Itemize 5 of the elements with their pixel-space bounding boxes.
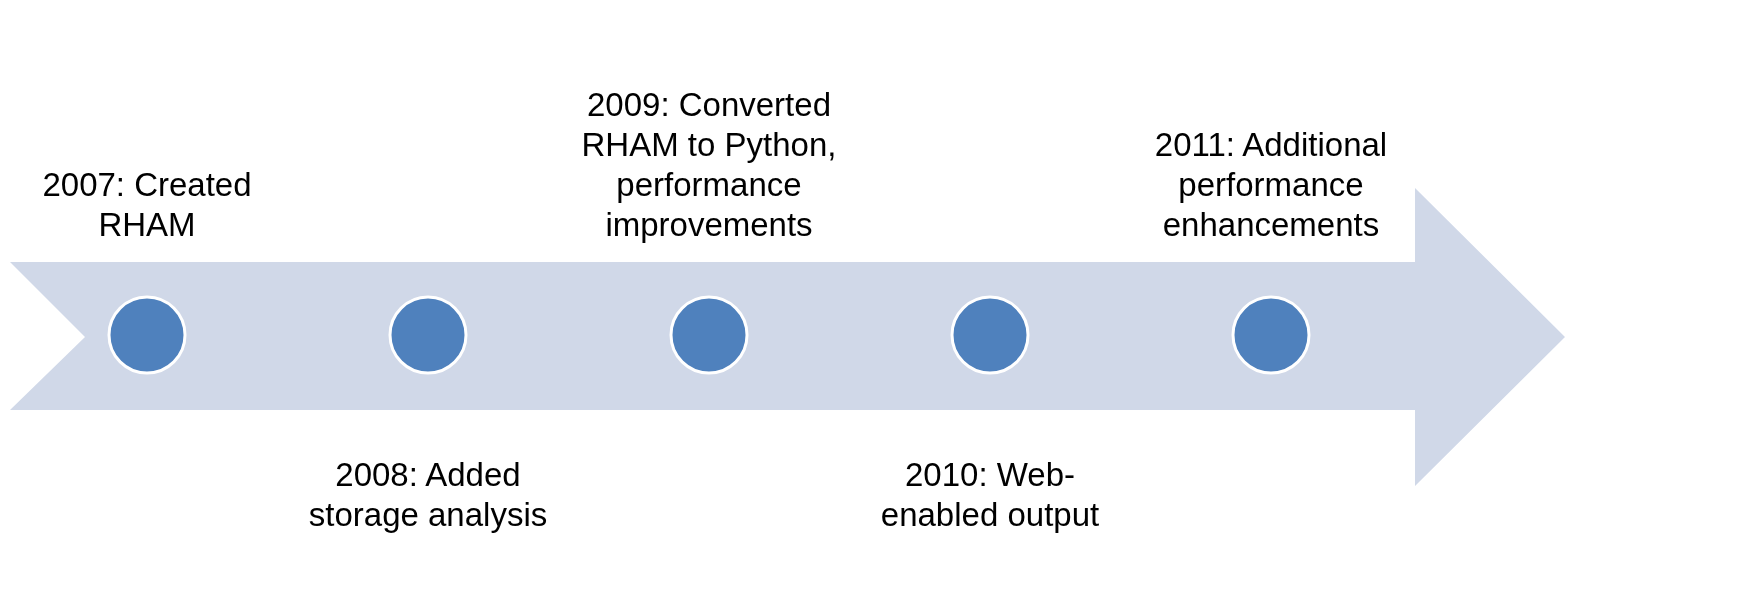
milestone-label: 2009: Converted RHAM to Python, performance improvements (580, 85, 838, 245)
milestone-label: 2010: Web-enabled output (879, 455, 1101, 535)
milestone-label: 2008: Added storage analysis (307, 455, 549, 535)
milestone-label: 2007: Created RHAM (41, 165, 253, 245)
milestone-label: 2011: Additional performance enhancements (1153, 125, 1389, 245)
